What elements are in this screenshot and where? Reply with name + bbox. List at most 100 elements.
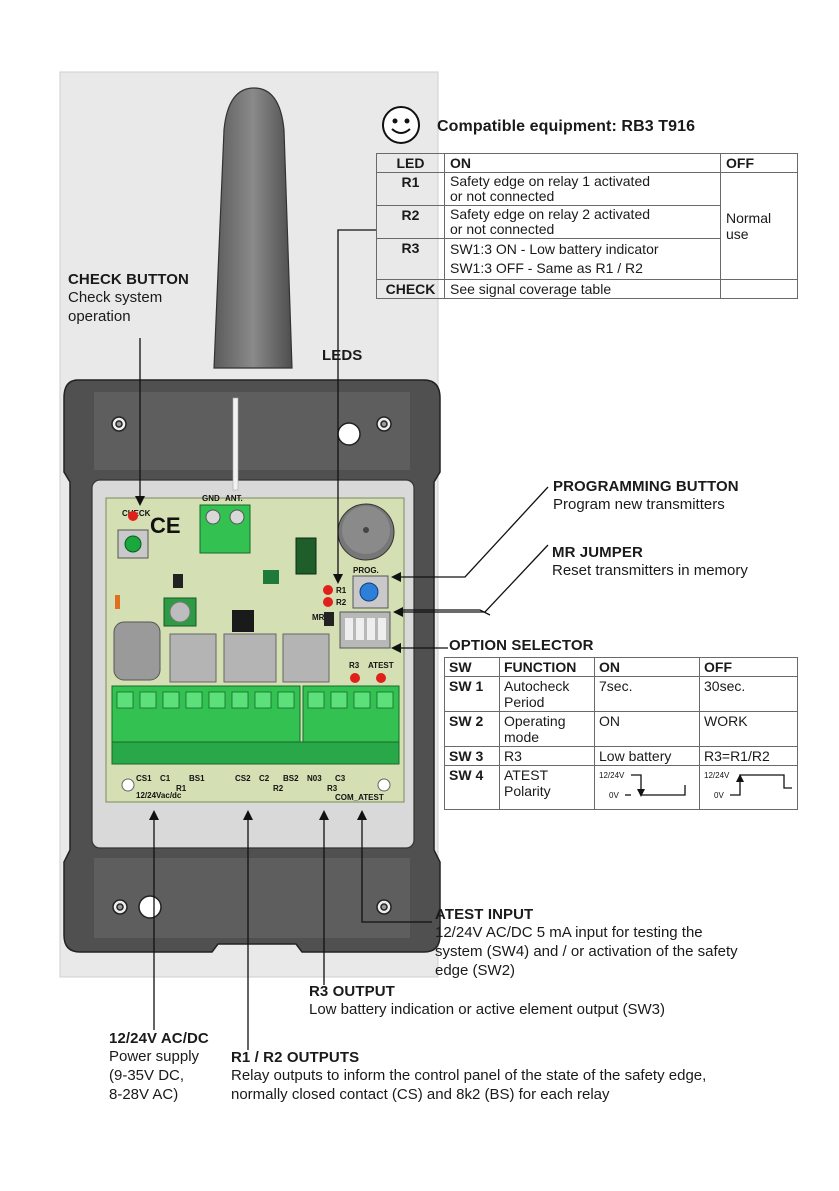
- opt-header-function: FUNCTION: [499, 657, 595, 677]
- prog-label: PROG.: [353, 566, 379, 575]
- r3-output-title: R3 OUTPUT: [309, 983, 395, 1000]
- r2-group-label: R2: [273, 784, 284, 793]
- opt-header-on: ON: [594, 657, 700, 677]
- relay-1: [169, 633, 217, 683]
- atest-input-desc-line1: 12/24V AC/DC 5 mA input for testing the: [435, 924, 703, 941]
- atest-input-title: ATEST INPUT: [435, 906, 534, 923]
- power-desc-line1: Power supply: [109, 1048, 200, 1065]
- sw-off: 12/24V 0V: [699, 765, 798, 810]
- c3-label: C3: [335, 774, 346, 783]
- falling-edge-waveform: 12/24V 0V: [599, 771, 686, 800]
- power-desc-line3: 8-28V AC): [109, 1086, 179, 1103]
- cs2-label: CS2: [235, 774, 251, 783]
- r3-board-label: R3: [349, 661, 360, 670]
- bs2-label: BS2: [283, 774, 299, 783]
- led-name: R1: [376, 172, 445, 206]
- r1r2-outputs-desc-line1: Relay outputs to inform the control pane…: [231, 1067, 707, 1084]
- led-on-description: See signal coverage table: [444, 279, 721, 299]
- sw-on: Low battery: [594, 746, 700, 766]
- r1r2-outputs-desc-line2: normally closed contact (CS) and 8k2 (BS…: [231, 1086, 610, 1103]
- com-atest-label: COM_ATEST: [335, 793, 384, 802]
- led-name: R3: [376, 238, 445, 280]
- table-row: SW 3 R3 Low battery R3=R1/R2: [444, 746, 798, 766]
- led-header-off: OFF: [720, 153, 798, 173]
- option-selector-title: OPTION SELECTOR: [449, 637, 594, 654]
- led-header-on: ON: [444, 153, 721, 173]
- sw-function: R3: [499, 746, 595, 766]
- sw-on: 12/24V 0V: [594, 765, 700, 810]
- sw-off: 30sec.: [699, 676, 798, 712]
- led-off-empty: [720, 279, 798, 299]
- r1r2-outputs-callout: R1 / R2 OUTPUTS Relay outputs to inform …: [231, 1049, 706, 1104]
- led-atest: [376, 673, 386, 683]
- r1-board-label: R1: [336, 586, 347, 595]
- smiley-icon: [382, 106, 420, 144]
- table-row: CHECK See signal coverage table: [376, 279, 798, 299]
- sw-off: WORK: [699, 711, 798, 747]
- bs1-label: BS1: [189, 774, 205, 783]
- led-name: CHECK: [376, 279, 445, 299]
- check-button-title: CHECK BUTTON: [68, 271, 189, 288]
- mr-jumper-title: MR JUMPER: [552, 544, 643, 561]
- svg-text:12/24V: 12/24V: [704, 771, 730, 780]
- sw-name: SW 2: [444, 711, 500, 747]
- no3-label: N03: [307, 774, 322, 783]
- led-r2: [323, 597, 333, 607]
- atest-input-desc-line2: system (SW4) and / or activation of the …: [435, 943, 738, 960]
- leds-title: LEDS: [322, 347, 363, 364]
- programming-callout: PROGRAMMING BUTTON Program new transmitt…: [553, 478, 739, 514]
- atest-input-desc-line3: edge (SW2): [435, 962, 516, 979]
- check-led: [128, 511, 138, 521]
- relay-2: [223, 633, 277, 683]
- power-title: 12/24V AC/DC: [109, 1030, 209, 1047]
- mr-jumper-desc: Reset transmitters in memory: [552, 562, 748, 579]
- r1-group-label: R1: [176, 784, 187, 793]
- power-callout: 12/24V AC/DC Power supply (9-35V DC, 8-2…: [109, 1030, 209, 1104]
- sw-on: 7sec.: [594, 676, 700, 712]
- sw-on: ON: [594, 711, 700, 747]
- power-desc-line2: (9-35V DC,: [109, 1067, 185, 1084]
- svg-text:0V: 0V: [714, 791, 724, 800]
- atest-board-label: ATEST: [368, 661, 394, 670]
- prog-button-cap: [359, 582, 379, 602]
- mr-board-label: MR: [312, 613, 325, 622]
- programming-title: PROGRAMMING BUTTON: [553, 478, 739, 495]
- ce-mark: CE: [150, 513, 181, 538]
- check-button-desc-line2: operation: [68, 308, 131, 325]
- ant-label: ANT.: [225, 494, 243, 503]
- r3-output-desc: Low battery indication or active element…: [309, 1001, 666, 1018]
- gnd-label: GND: [202, 494, 220, 503]
- check-button-callout: CHECK BUTTON Check system operation: [68, 271, 189, 326]
- r2-board-label: R2: [336, 598, 347, 607]
- led-name: R2: [376, 205, 445, 239]
- antenna: [213, 87, 293, 369]
- led-table: LED ON OFF R1 Safety edge on relay 1 act…: [376, 153, 798, 299]
- mr-jumper-callout: MR JUMPER Reset transmitters in memory: [552, 544, 748, 580]
- rising-edge-waveform: 12/24V 0V: [704, 771, 792, 800]
- sw-name: SW 3: [444, 746, 500, 766]
- programming-desc: Program new transmitters: [553, 496, 725, 513]
- sw-name: SW 1: [444, 676, 500, 712]
- sw-off: R3=R1/R2: [699, 746, 798, 766]
- opt-header-off: OFF: [699, 657, 798, 677]
- relay-3: [282, 633, 330, 683]
- r3-output-callout: R3 OUTPUT Low battery indication or acti…: [309, 983, 665, 1019]
- sw-name: SW 4: [444, 765, 500, 810]
- led-r3: [350, 673, 360, 683]
- svg-text:12/24V: 12/24V: [599, 771, 625, 780]
- r1r2-outputs-title: R1 / R2 OUTPUTS: [231, 1049, 360, 1066]
- cs1-label: CS1: [136, 774, 152, 783]
- c2-label: C2: [259, 774, 270, 783]
